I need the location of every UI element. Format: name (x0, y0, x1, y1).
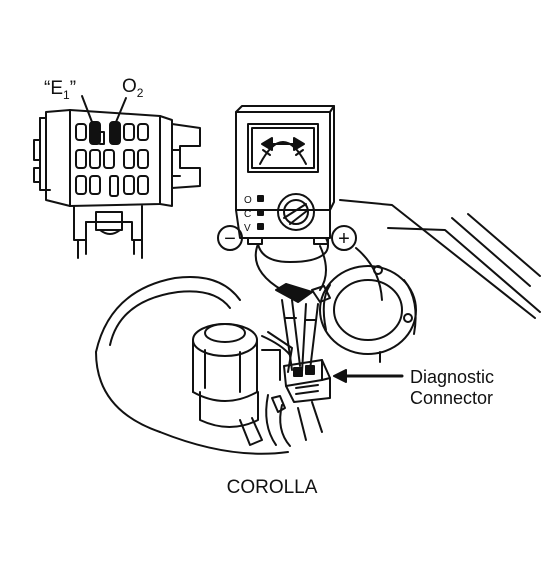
strut-tower (319, 265, 417, 363)
diagnostic-connector (283, 359, 331, 403)
inset-leaders (81, 95, 127, 123)
e1-label: “E1” (44, 78, 76, 102)
meter-scale-o: O (244, 195, 252, 206)
diagnostic-label-line1: Diagnostic (410, 367, 494, 387)
o2-label: O2 (122, 76, 144, 100)
pointer-arrow (333, 369, 404, 383)
diagnostic-label-line2: Connector (410, 388, 493, 408)
meter-scale-v: V (244, 223, 251, 234)
voltmeter (217, 105, 357, 251)
lower-brackets (239, 394, 323, 447)
model-caption: COROLLA (227, 477, 318, 498)
labels: “E1” O2 − + O C V Diagnostic Connector C… (44, 76, 494, 498)
engine-tire (95, 276, 291, 455)
test-leads (254, 237, 331, 373)
fluid-reservoir (192, 323, 293, 428)
hood-lines (339, 199, 541, 319)
meter-plus-sign: + (338, 228, 350, 250)
meter-minus-sign: − (224, 228, 236, 250)
connector-inset (33, 109, 201, 259)
meter-scale-c: C (244, 209, 251, 220)
